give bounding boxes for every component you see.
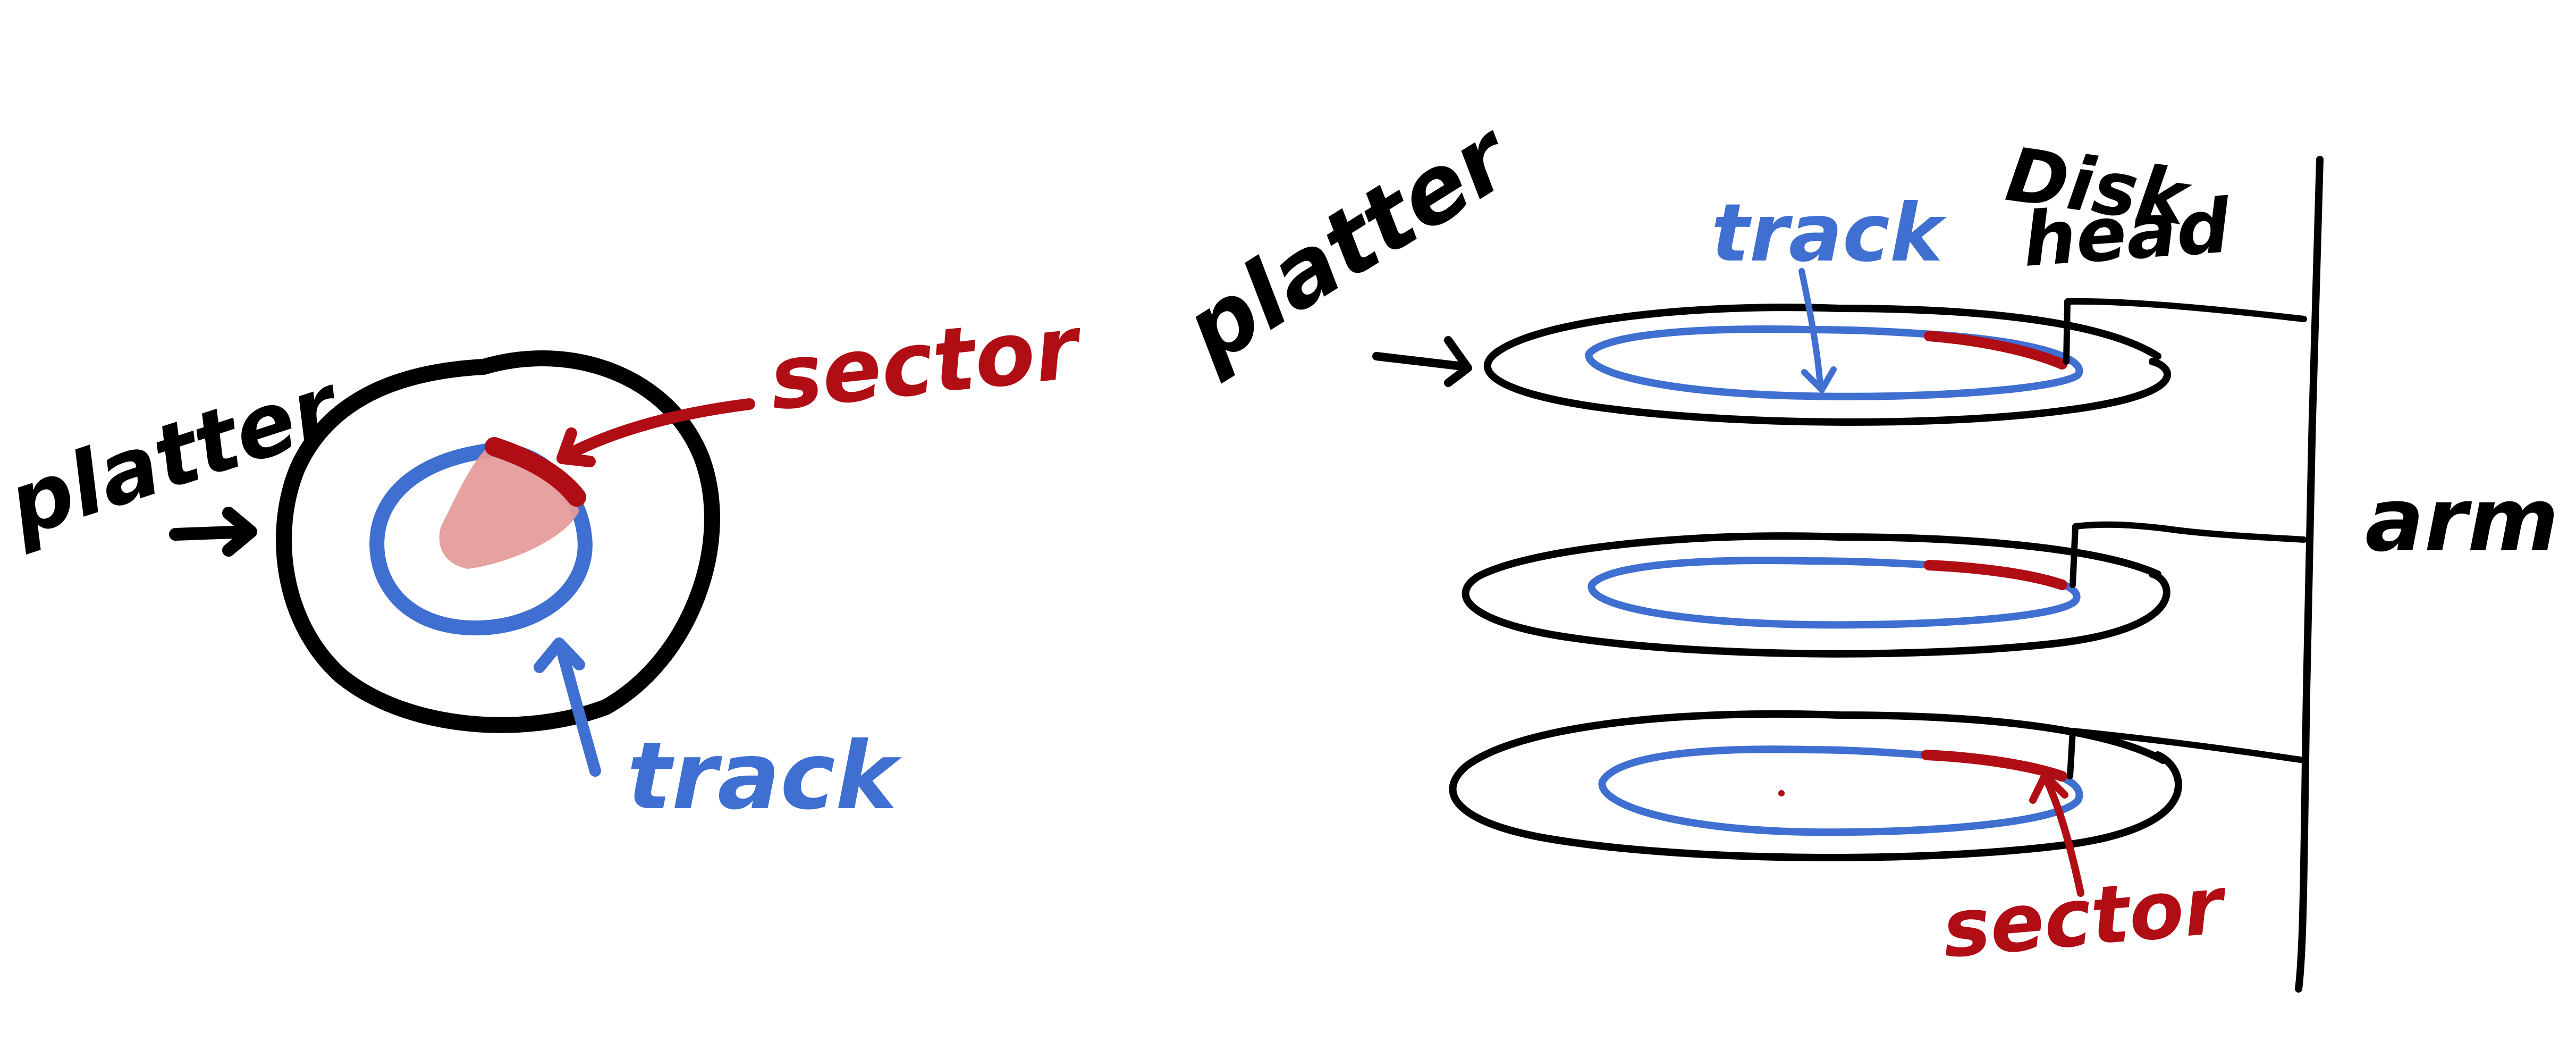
head-2 [2070, 521, 2307, 588]
platter-1-outline [1484, 304, 2172, 426]
platter-3-spindle-dot [1778, 790, 1785, 796]
left-track-label: track [627, 723, 902, 830]
platter-1-sector [1924, 331, 2067, 370]
left-sector-arrow [556, 398, 755, 467]
right-stack-figure: platter track Disk head arm sector [1165, 101, 2559, 993]
left-platter-outline [276, 350, 720, 733]
head-1 [2063, 298, 2307, 365]
platter-2-sector [1924, 560, 2067, 590]
left-sector-arc [485, 437, 586, 507]
platter-3-outline [1449, 710, 2182, 861]
left-sector-label: sector [765, 296, 1087, 430]
right-track-label: track [1711, 187, 1947, 280]
platter-1-arrow [1372, 336, 1472, 387]
platter-3-sector [1921, 750, 2067, 782]
right-sector-label: sector [1939, 859, 2231, 976]
left-platter-figure: platter sector track [0, 296, 1087, 830]
platter-2-outline [1462, 532, 2170, 658]
left-platter-label: platter [0, 354, 354, 557]
disk-head-label-line2: head [2020, 183, 2234, 284]
head-3 [2067, 728, 2307, 779]
arm-label: arm [2365, 469, 2559, 571]
left-platter-arrow [169, 507, 257, 557]
right-platter-label: platter [1165, 101, 1532, 386]
platter-1-track [1585, 325, 2083, 400]
platter-3-sector-arrow [2029, 771, 2084, 897]
arm-vertical [2295, 156, 2324, 993]
left-track-arrow [534, 637, 601, 777]
platter-1-track-arrow [1798, 268, 1837, 393]
